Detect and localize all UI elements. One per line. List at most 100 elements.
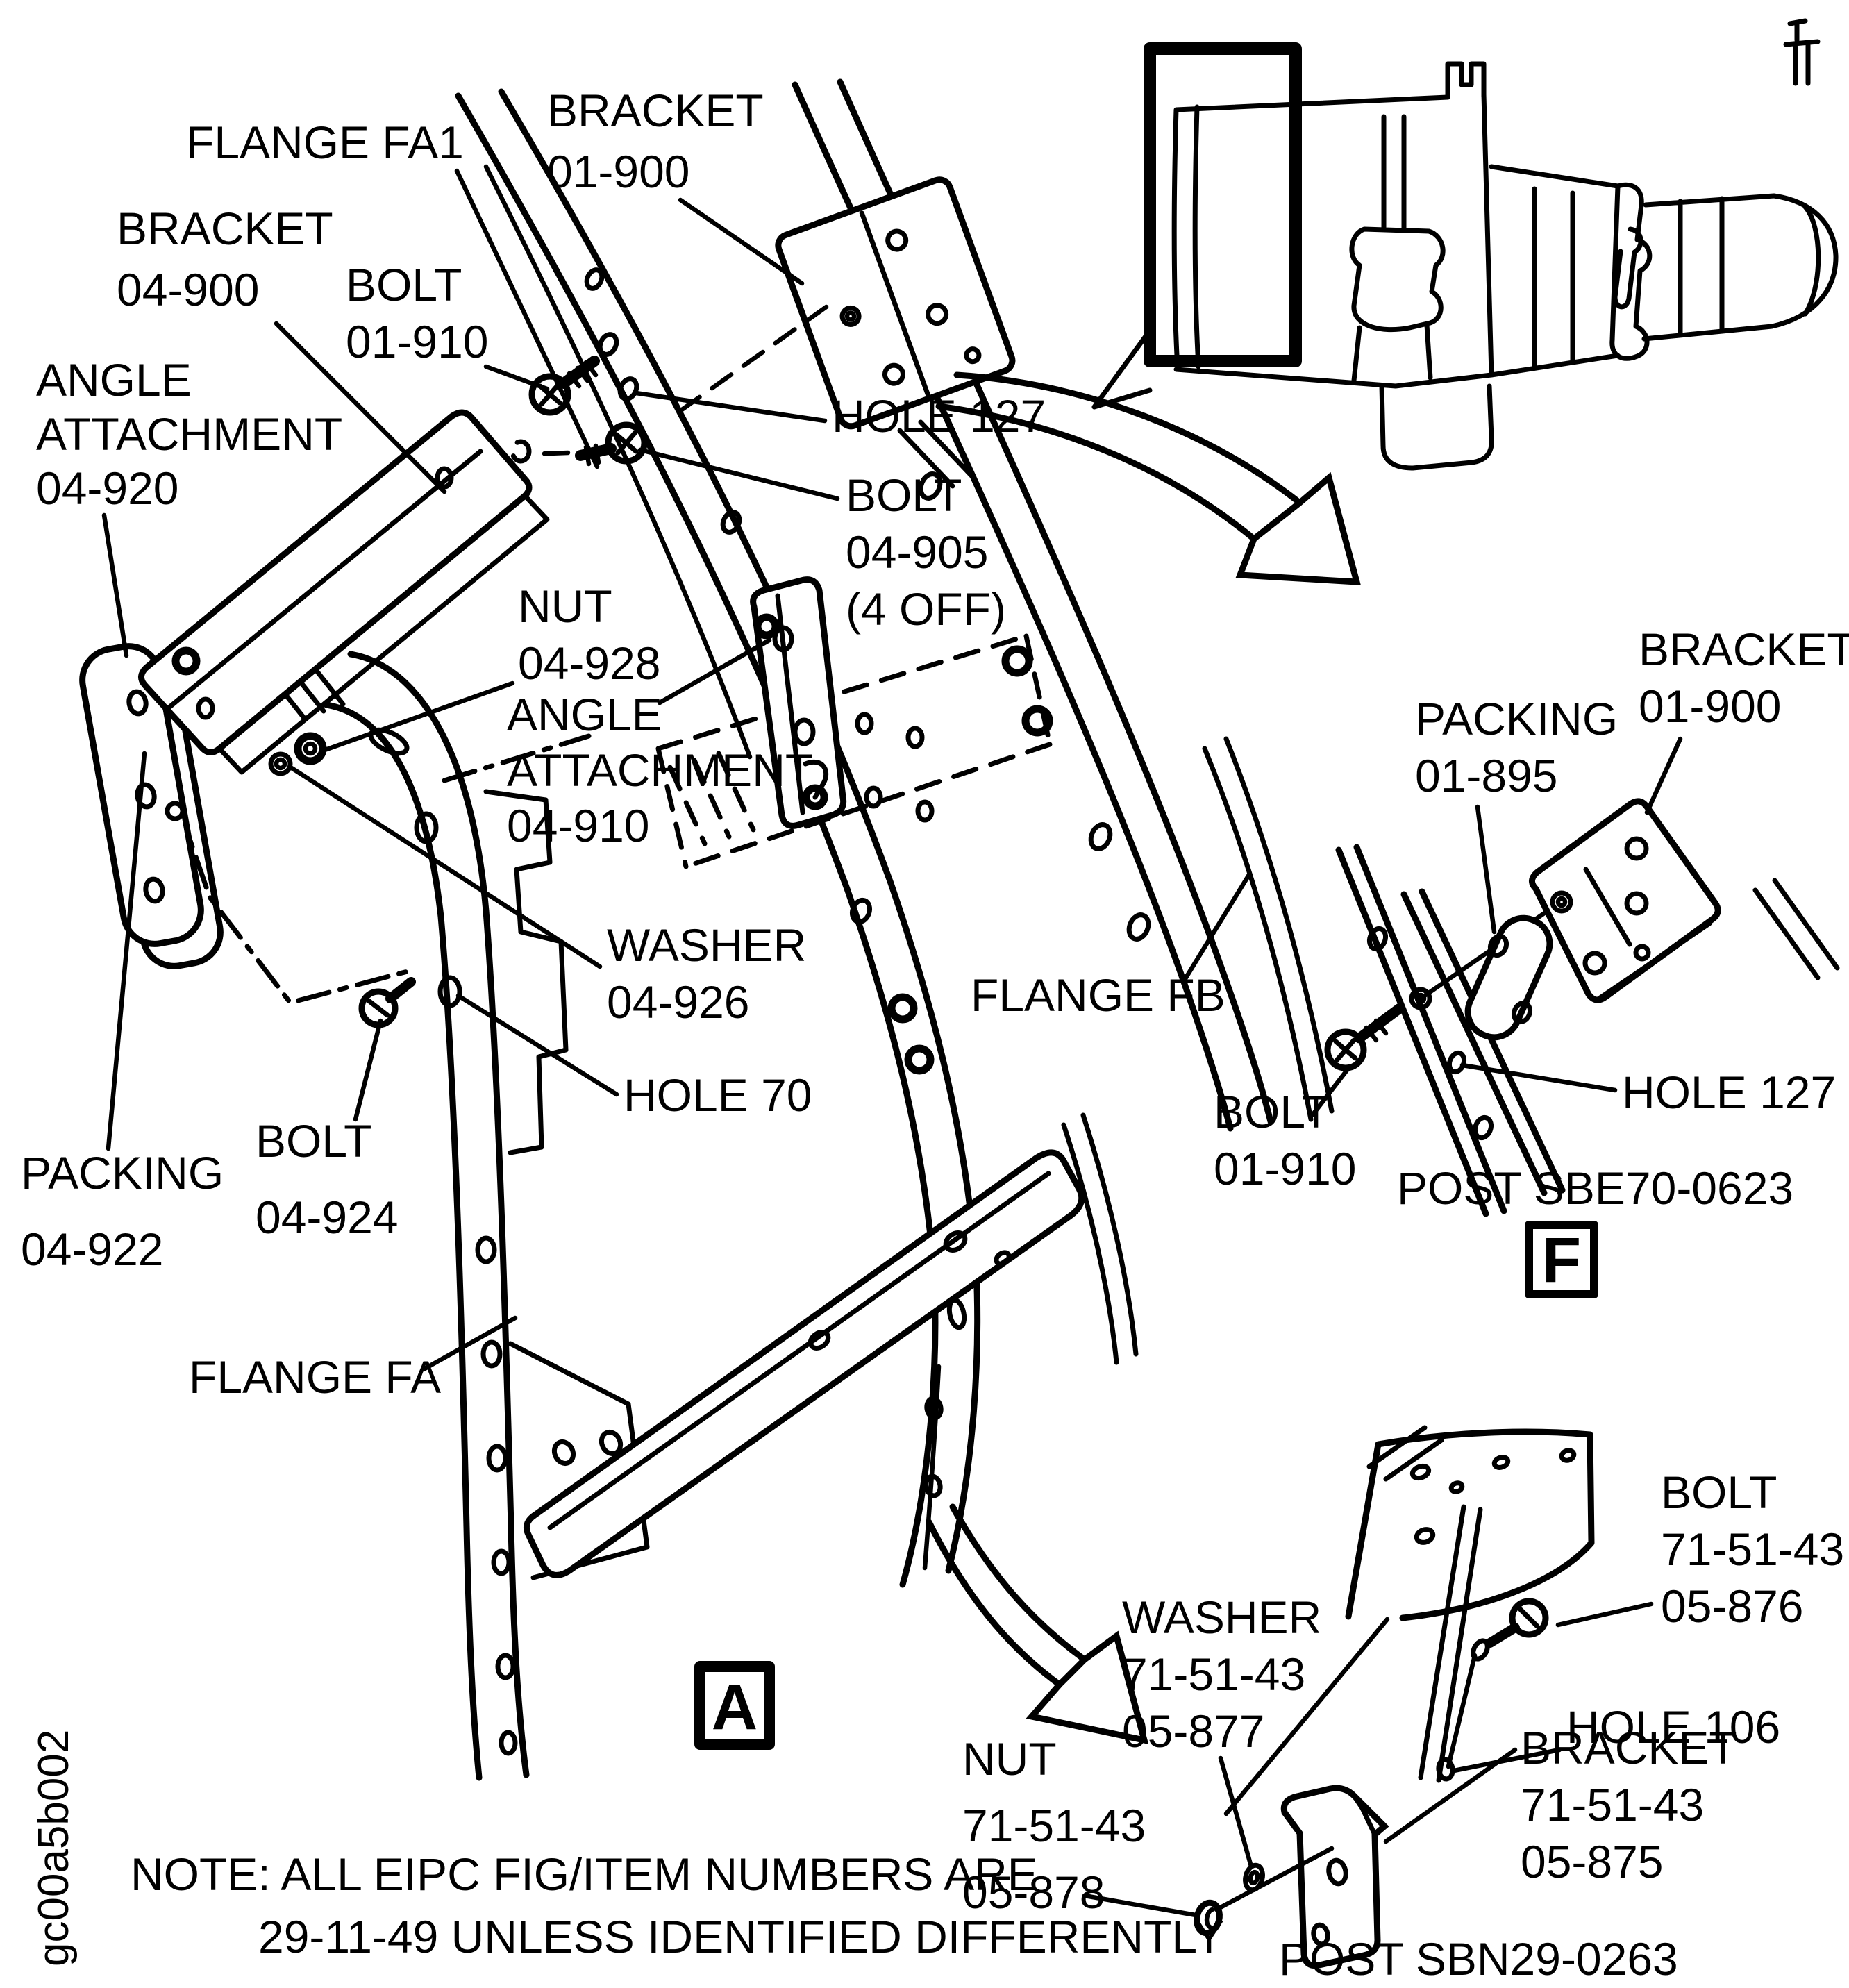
detail-marker-f: F xyxy=(1525,1221,1598,1298)
hole xyxy=(1511,1000,1533,1025)
engine-aft-cowl xyxy=(1641,193,1839,342)
bracket-04-900-plate xyxy=(138,409,533,755)
label-bolt-04-905: BOLT xyxy=(846,469,962,521)
hole xyxy=(480,1339,503,1369)
leader-lines xyxy=(101,168,1683,1918)
washer-04-926-part xyxy=(268,751,293,776)
hole-127-f xyxy=(1446,1050,1467,1075)
detail-a-view xyxy=(1194,1425,1595,1969)
bolt-head xyxy=(528,373,571,416)
arrow-shaft xyxy=(935,371,1303,542)
label-flange-fb: FLANGE FB xyxy=(971,969,1225,1021)
leader-flange-fb xyxy=(1183,871,1253,980)
label-bolt-04-905-num: 04-905 xyxy=(846,526,989,578)
hole xyxy=(1582,951,1607,976)
label-angle-04-910-num: 04-910 xyxy=(507,800,650,851)
label-bracket-01-900-top-num: 01-900 xyxy=(547,146,690,197)
keyhole xyxy=(599,1429,624,1457)
labels: FLANGE FA1 BRACKET 01-900 BRACKET 04-900… xyxy=(21,85,1849,1985)
rivet xyxy=(753,613,780,640)
detail-a-line xyxy=(1223,1617,1390,1816)
fastener-axis xyxy=(1214,1846,1335,1912)
hole-ring xyxy=(1550,890,1573,914)
hole xyxy=(1414,1527,1436,1545)
hole xyxy=(885,228,909,252)
stud-ring xyxy=(165,801,185,821)
leader-hole-70 xyxy=(455,993,619,1097)
splice-plate-edge-line xyxy=(547,1171,1051,1530)
leader-washer-04-926 xyxy=(289,765,603,969)
detail-marker-f-letter: F xyxy=(1542,1225,1581,1296)
label-washer-04-926-num: 04-926 xyxy=(607,976,750,1028)
leader-flange-fa1 xyxy=(454,168,600,469)
nut-04-928-part xyxy=(294,732,327,765)
hole xyxy=(994,1250,1012,1267)
hole xyxy=(499,1730,518,1756)
hole-bore xyxy=(844,310,857,322)
label-nut-04-928: NUT xyxy=(518,580,612,632)
rivet xyxy=(887,993,918,1024)
flange-area-highlight-box xyxy=(1144,42,1302,367)
flange-fa1-band xyxy=(455,88,981,1588)
leader-bolt-01-910-left xyxy=(483,364,550,392)
rivet xyxy=(1001,645,1033,677)
label-packing-04-922: PACKING xyxy=(21,1147,224,1198)
bracket-01-900-top-part xyxy=(775,176,1016,430)
hole xyxy=(1487,933,1509,958)
hole xyxy=(808,1330,831,1351)
engine-gearbox xyxy=(1349,114,1446,383)
bolt-head xyxy=(605,421,648,465)
leader-hole-127-main xyxy=(633,390,828,424)
label-nut-05-878-num: 05-878 xyxy=(962,1866,1105,1918)
label-bracket-05-875-fig: 71-51-43 xyxy=(1521,1779,1704,1830)
hidden-hole xyxy=(510,439,532,464)
detail-marker-a-box xyxy=(694,1661,775,1750)
flange-fb-lip-arc xyxy=(1202,736,1335,1122)
hole xyxy=(196,696,215,720)
leader-bolt-04-905 xyxy=(637,447,840,501)
hole xyxy=(926,303,949,326)
bracket-04-900-fold xyxy=(165,449,550,775)
arrow-head xyxy=(1026,1630,1149,1744)
rivet xyxy=(1021,705,1053,737)
label-bracket-04-900-num: 04-900 xyxy=(117,264,260,315)
label-bolt-04-924: BOLT xyxy=(256,1115,371,1167)
label-bolt-01-910-left-num: 01-910 xyxy=(346,316,489,367)
label-washer-05-877: WASHER xyxy=(1122,1592,1321,1643)
bracket-05-875-part xyxy=(1280,1785,1389,1969)
engine-castellation xyxy=(1445,61,1487,100)
hole-ring xyxy=(839,305,862,327)
bracket-01-900-f-part xyxy=(1529,798,1721,1003)
leader-angle-04-920 xyxy=(101,512,129,658)
splice-plate-body xyxy=(523,1149,1085,1578)
hole xyxy=(1409,1463,1432,1481)
hole xyxy=(1472,1114,1494,1141)
hole xyxy=(143,876,165,904)
hole-70 xyxy=(437,975,462,1008)
lower-splice-plate xyxy=(523,1149,1085,1578)
label-flange-fa: FLANGE FA xyxy=(189,1351,441,1403)
rivet xyxy=(904,1044,935,1075)
label-bolt-05-876: BOLT xyxy=(1661,1467,1777,1518)
leader-nut-05-878 xyxy=(1082,1893,1198,1918)
packing-01-895-body xyxy=(1464,914,1553,1041)
label-bracket-01-900-top: BRACKET xyxy=(547,85,764,136)
bolt-threads xyxy=(583,443,601,467)
detail-a-flange-edge xyxy=(1418,1504,1483,1783)
leader-bolt-05-876 xyxy=(1555,1601,1654,1628)
label-bracket-01-900-f: BRACKET xyxy=(1639,624,1849,675)
label-bolt-01-910-f: BOLT xyxy=(1214,1086,1330,1137)
leader-hole-106 xyxy=(1451,1747,1562,1773)
label-bolt-01-910-f-num: 01-910 xyxy=(1214,1143,1357,1194)
bracket-05-875-fold xyxy=(1351,1793,1378,1837)
label-packing-01-895-num: 01-895 xyxy=(1415,750,1558,801)
leader-washer-05-877 xyxy=(1218,1755,1254,1869)
nut-bore xyxy=(1204,1907,1215,1930)
hole xyxy=(475,1235,497,1264)
hole xyxy=(882,362,905,386)
label-angle-04-910-l2: ATTACHMENT xyxy=(507,744,813,796)
leader-bolt-01-910-f xyxy=(1310,1064,1353,1118)
bolt-head-slot xyxy=(1333,1037,1358,1062)
hole xyxy=(1491,1455,1511,1470)
bolt-head xyxy=(1324,1028,1367,1071)
